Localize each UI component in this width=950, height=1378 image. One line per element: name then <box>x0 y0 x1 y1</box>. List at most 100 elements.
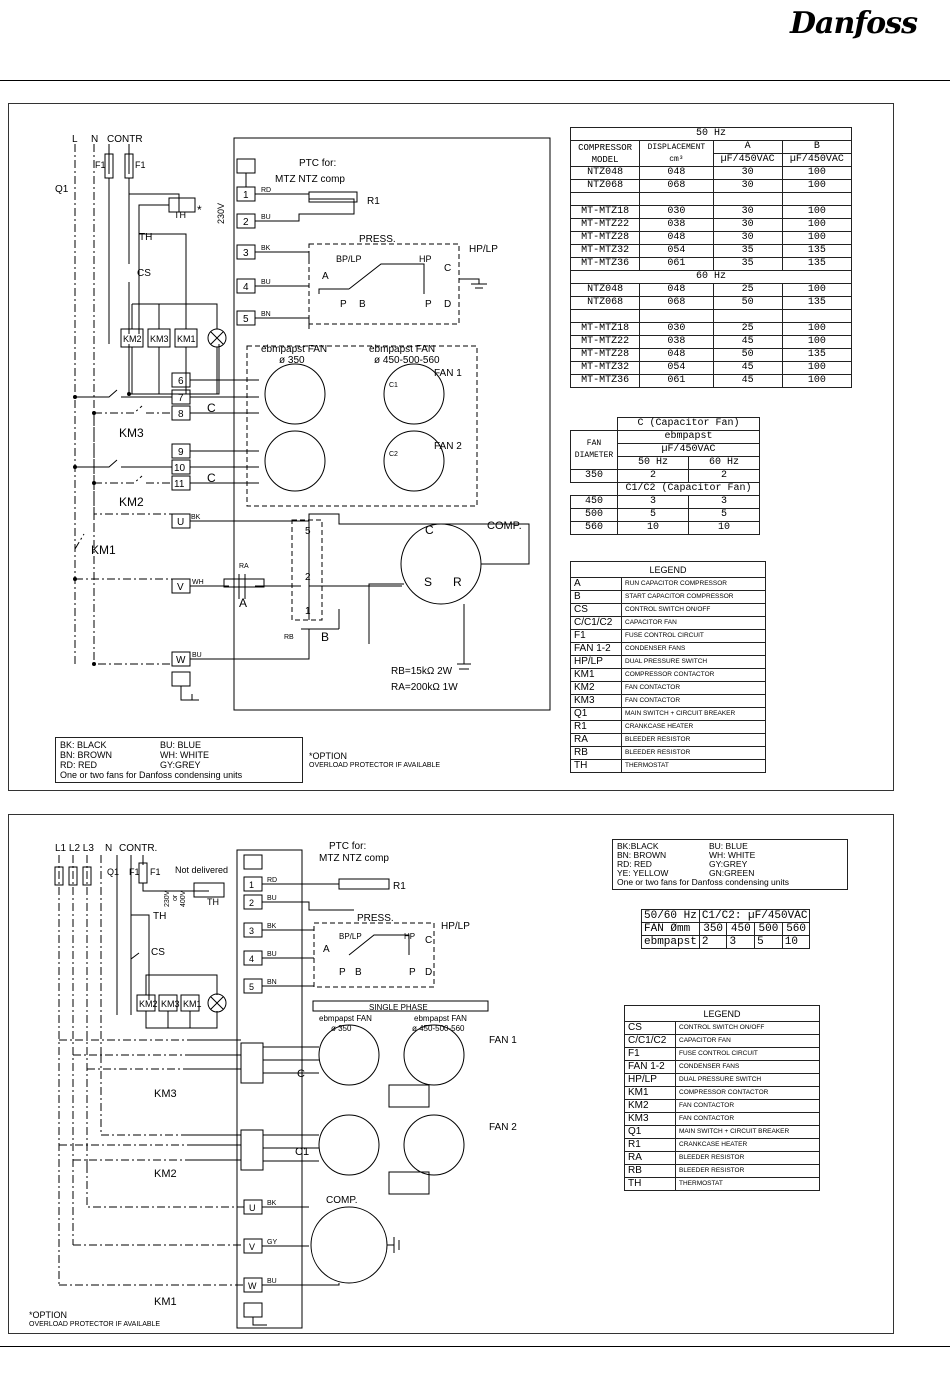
comp-s: S <box>424 575 432 589</box>
comp50-cell: 100 <box>781 166 853 180</box>
label-th: TH <box>139 232 152 243</box>
legend1-cell: CONDENSER FANS <box>621 642 766 656</box>
fan1-label: FAN 1 <box>434 368 462 379</box>
d2-option-title: *OPTION <box>29 1310 68 1320</box>
label-n: N <box>91 134 98 145</box>
h-model-1: COMPRESSOR <box>578 142 633 153</box>
label-star: * <box>197 203 202 217</box>
legend2-cell: RA <box>624 1151 676 1165</box>
legend1-cell: CRANKCASE HEATER <box>621 720 766 734</box>
legend1-cell: RB <box>570 746 622 760</box>
legend1-cell: BLEEDER RESISTOR <box>621 733 766 747</box>
d2-press-title: PRESS. <box>357 913 394 924</box>
wire-rd: RD <box>261 187 271 194</box>
fancap-cell: 3 <box>688 495 760 509</box>
key-rd: RD: RED <box>60 760 98 770</box>
legend2-cell: KM2 <box>624 1099 676 1113</box>
comp60-cell: 038 <box>639 335 714 349</box>
legend2-cell: CONTROL SWITCH ON/OFF <box>675 1021 820 1035</box>
diagram2-option: *OPTION OVERLOAD PROTECTOR IF AVAILABLE <box>29 1310 160 1330</box>
terminal-w: W <box>176 655 186 666</box>
d2-w-gy: GY <box>267 1239 277 1246</box>
comp60-cell: 030 <box>639 322 714 336</box>
diagram1-schematic: L N CONTR F1 F1 Q1 TH * TH CS 230V PTC f… <box>55 134 551 711</box>
d2-ptc2: MTZ NTZ comp <box>319 853 389 864</box>
legend1-cell: Q1 <box>570 707 622 721</box>
legend2-cell: FAN CONTACTOR <box>675 1099 820 1113</box>
comp50-cell: 30 <box>712 166 783 180</box>
comp60-cell: 048 <box>639 283 714 297</box>
terminal-11: 11 <box>174 479 185 490</box>
comp60-cell: MT-MTZ22 <box>569 335 641 349</box>
legend1-cell: A <box>570 577 622 591</box>
fancap-cell: 10 <box>617 521 689 535</box>
comp50-cell: 35 <box>712 257 783 271</box>
d2-unit: C1/C2: µF/450VAC <box>698 909 811 923</box>
legend1-cell: FUSE CONTROL CIRCUIT <box>621 629 766 643</box>
diagram1-frame: L N CONTR F1 F1 Q1 TH * TH CS 230V PTC f… <box>8 103 894 791</box>
cap-c1-label: C <box>207 401 216 415</box>
comp60-cell <box>712 309 783 323</box>
comp60-cell: 100 <box>781 374 853 388</box>
press-p2: P <box>425 299 432 310</box>
d2-s2: 500 <box>754 922 783 936</box>
legend2-cell: TH <box>624 1177 676 1191</box>
d2-n: N <box>105 843 112 854</box>
comp50-cell: 30 <box>712 231 783 245</box>
d2-t4: 4 <box>249 954 254 964</box>
comp60-cell: 061 <box>639 374 714 388</box>
legend1-cell: MAIN SWITCH + CIRCUIT BREAKER <box>621 707 766 721</box>
d2-key-ye: YE: YELLOW <box>617 868 669 878</box>
comp60-cell: 100 <box>781 335 853 349</box>
key-bu: BU: BLUE <box>160 740 202 750</box>
comp50-cell: 100 <box>781 218 853 232</box>
legend2-cell: RB <box>624 1164 676 1178</box>
comp60-cell: 068 <box>639 296 714 310</box>
comp50-cell: 061 <box>639 257 714 271</box>
relay-2: 2 <box>305 572 311 583</box>
fan450-title: ebmpapst FAN <box>369 344 435 355</box>
legend2-cell: R1 <box>624 1138 676 1152</box>
legend2-cell: CRANKCASE HEATER <box>675 1138 820 1152</box>
terminal-10: 10 <box>174 463 186 474</box>
comp60-cell: 054 <box>639 361 714 375</box>
legend2-cell: FAN CONTACTOR <box>675 1112 820 1126</box>
d2-s0: 350 <box>698 922 728 936</box>
d2-b: B <box>355 967 362 978</box>
legend2-cell: MAIN SWITCH + CIRCUIT BREAKER <box>675 1125 820 1139</box>
d2-ptc1: PTC for: <box>329 841 366 852</box>
legend1-cell: CS <box>570 603 622 617</box>
comp50-cell: 048 <box>639 166 714 180</box>
comp60-cell: NTZ048 <box>569 283 641 297</box>
label-f1a: F1 <box>95 160 106 170</box>
ra-label: RA <box>239 563 249 570</box>
d2-d: D <box>425 967 432 978</box>
legend1-cell: CONTROL SWITCH ON/OFF <box>621 603 766 617</box>
h-unit-b: µF/450VAC <box>781 153 853 167</box>
d2-v0: 2 <box>698 935 728 949</box>
d2-f1b: F1 <box>150 867 161 877</box>
legend1-cell: COMPRESSOR CONTACTOR <box>621 668 766 682</box>
legend2-cell: Q1 <box>624 1125 676 1139</box>
legend2-cell: CAPACITOR FAN <box>675 1034 820 1048</box>
fan2-label: FAN 2 <box>434 441 462 452</box>
legend1-cell: START CAPACITOR COMPRESSOR <box>621 590 766 604</box>
diagram1-option: *OPTION OVERLOAD PROTECTOR IF AVAILABLE <box>309 751 440 771</box>
press-p1: P <box>340 299 347 310</box>
comp60-cell: 100 <box>781 283 853 297</box>
comp-circle-2 <box>310 1206 388 1284</box>
d2-fan350-title: ebmpapst FAN <box>319 1014 372 1023</box>
km2-label: KM2 <box>119 495 144 509</box>
